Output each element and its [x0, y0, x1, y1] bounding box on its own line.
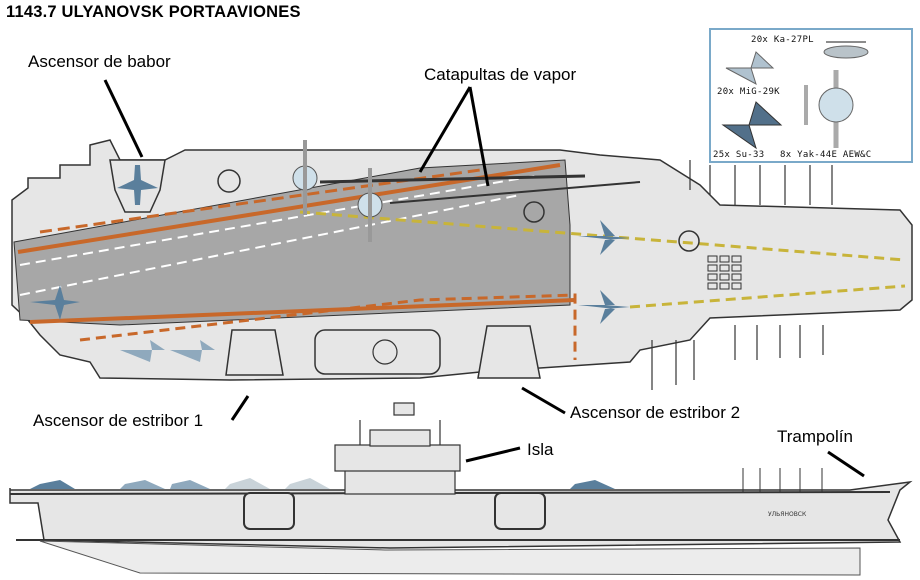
leader-port-elevator	[103, 79, 144, 158]
leader-lines	[103, 79, 865, 478]
leader-island	[465, 446, 521, 463]
air-wing-legend: 20x Ka-27PL 20x MiG-29K 25x Su-33 8x Yak…	[709, 28, 913, 163]
lower-hull	[39, 540, 861, 576]
side-view-profile: УЛЬЯНОВСК	[9, 402, 913, 576]
label-steam-catapults: Catapultas de vapor	[424, 65, 577, 84]
diagram-title: 1143.7 ULYANOVSK PORTAAVIONES	[6, 3, 301, 21]
aircraft-mig29k	[170, 340, 215, 362]
su33-icon	[721, 101, 783, 150]
island-superstructure	[334, 402, 461, 495]
mig29k-icon	[725, 51, 775, 86]
yak44-icon	[804, 70, 854, 148]
deck-hatch-grid	[707, 255, 742, 290]
air-wing-aircraft-art	[721, 41, 869, 150]
hull-name: УЛЬЯНОВСК	[768, 511, 807, 518]
aircraft-su33	[30, 285, 80, 320]
deck-turntable	[523, 201, 545, 223]
aircraft-yak44	[357, 168, 383, 242]
air-wing-mig29k: 20x MiG-29K	[717, 87, 780, 97]
deck-dash-marking	[79, 293, 577, 360]
deck-turntable	[678, 230, 700, 252]
leader-starboard-2	[521, 386, 566, 415]
landing-edge-marking	[29, 298, 576, 324]
label-starboard-elevator-1: Ascensor de estribor 1	[33, 411, 204, 430]
air-wing-ka27: 20x Ka-27PL	[751, 35, 814, 45]
side-masts	[742, 468, 823, 492]
air-wing-su33: 25x Su-33	[713, 150, 765, 160]
aircraft-su33	[578, 290, 630, 324]
flight-deck-top-view	[11, 139, 913, 390]
aircraft-yak44	[292, 140, 318, 215]
hangar-opening	[494, 492, 546, 530]
side-aircraft	[30, 478, 615, 489]
island-radar	[372, 339, 398, 365]
hull-side	[9, 480, 913, 549]
steam-catapult-track	[389, 181, 641, 204]
leader-catapult-2	[468, 86, 490, 187]
label-ski-jump: Trampolín	[777, 427, 853, 446]
bow-catapult-line	[629, 284, 906, 309]
leader-ski-jump	[827, 450, 865, 478]
hangar-opening	[243, 492, 295, 530]
air-wing-yak44: 8x Yak-44E AEW&C	[780, 150, 872, 160]
starboard-elevator-2	[477, 325, 541, 379]
bow-catapult-line	[299, 210, 906, 262]
deck-turntable	[217, 169, 241, 193]
aircraft-su33	[578, 220, 630, 255]
starboard-elevator-1	[225, 329, 284, 376]
leader-catapult-1	[418, 86, 472, 173]
landing-centerline	[19, 174, 541, 266]
aircraft-su33	[117, 165, 158, 205]
leader-starboard-1	[230, 395, 250, 421]
aircraft-mig29k	[120, 340, 165, 362]
landing-centerline	[19, 194, 521, 296]
label-island: Isla	[527, 440, 554, 459]
island-top-view	[314, 329, 441, 375]
steam-catapult-track	[319, 174, 586, 184]
label-starboard-elevator-2: Ascensor de estribor 2	[570, 403, 741, 422]
label-port-elevator: Ascensor de babor	[28, 52, 171, 71]
ka27-helicopter-icon	[823, 41, 869, 59]
deck-antenna-masts	[651, 160, 833, 390]
